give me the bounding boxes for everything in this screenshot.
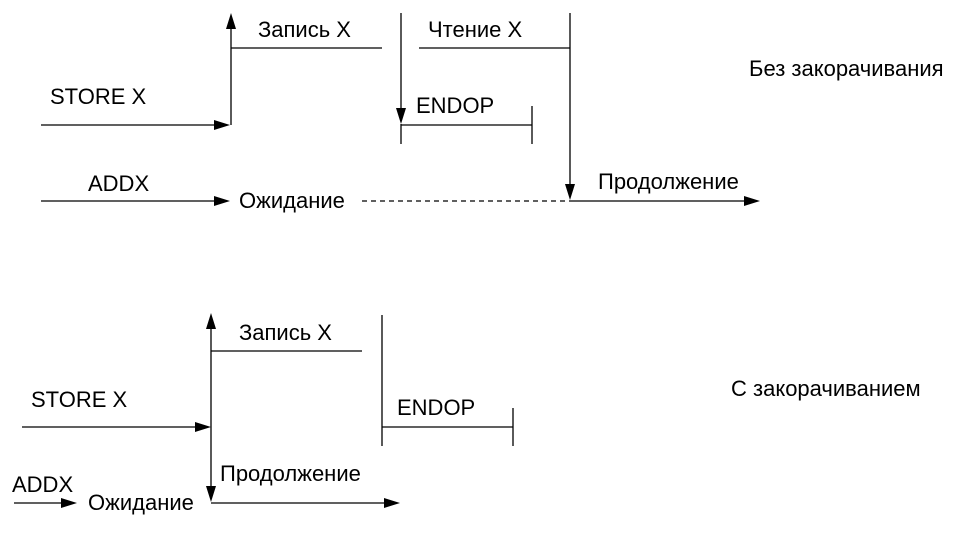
bottom-continue-arrowhead (384, 498, 400, 508)
top-endop-down-arrowhead (396, 108, 406, 124)
bottom-continue-label: Продолжение (220, 461, 361, 486)
bottom-caption: С закорачиванием (731, 376, 921, 401)
bottom-endop-label: ENDOP (397, 395, 475, 420)
top-continue-arrowhead (744, 196, 760, 206)
top-endop-label: ENDOP (416, 93, 494, 118)
bottom-continue-down-arrowhead (206, 486, 216, 502)
top-read-down-arrowhead (565, 184, 575, 200)
bottom-addx-label: ADDX (12, 472, 73, 497)
top-wait-label: Ожидание (239, 188, 345, 213)
top-diagram: Без закорачивания STORE X Запись X ENDOP… (41, 13, 944, 213)
bottom-store-label: STORE X (31, 387, 128, 412)
top-caption: Без закорачивания (749, 56, 944, 81)
top-write-label: Запись X (258, 17, 351, 42)
bottom-write-up-arrowhead (206, 313, 216, 329)
bottom-store-arrowhead (195, 422, 211, 432)
bottom-addx-arrowhead (61, 498, 77, 508)
top-read-label: Чтение X (428, 17, 523, 42)
top-write-up-arrowhead (226, 13, 236, 29)
top-addx-label: ADDX (88, 171, 149, 196)
top-store-label: STORE X (50, 84, 147, 109)
bottom-wait-label: Ожидание (88, 490, 194, 515)
bottom-write-label: Запись X (239, 320, 332, 345)
bottom-diagram: С закорачиванием STORE X Запись X ENDOP … (12, 313, 921, 515)
top-continue-label: Продолжение (598, 169, 739, 194)
top-addx-arrowhead (214, 196, 230, 206)
top-store-arrowhead (214, 120, 230, 130)
